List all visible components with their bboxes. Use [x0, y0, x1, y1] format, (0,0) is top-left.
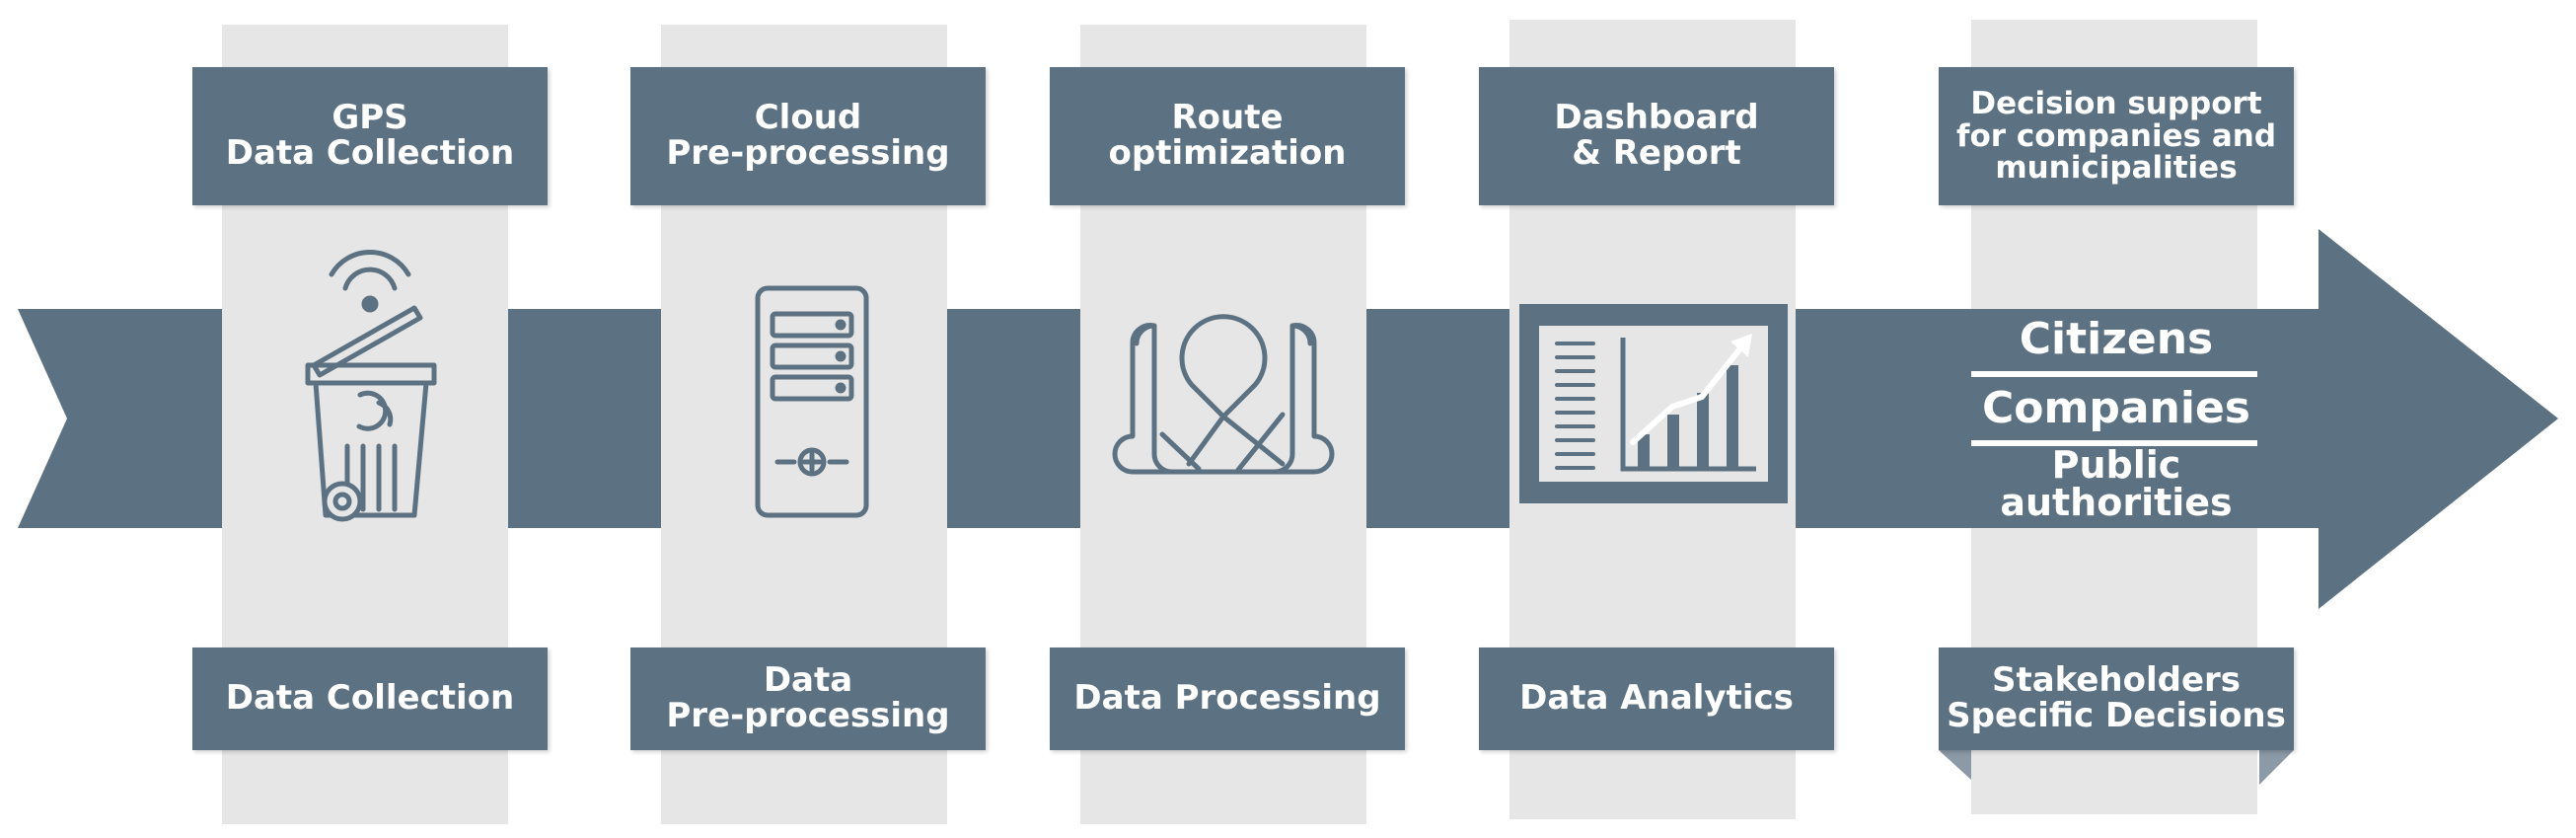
stakeholder-citizens: Citizens	[2019, 314, 2214, 364]
stage-2-top-label: Cloud Pre-processing	[630, 67, 986, 205]
fold-right	[2259, 750, 2294, 785]
stakeholder-divider-1	[1971, 371, 2257, 377]
arrow-tail	[18, 309, 222, 528]
stage-5-top-label: Decision support for companies and munic…	[1939, 67, 2294, 205]
stage-5-bottom-label: Stakeholders Specific Decisions	[1939, 648, 2294, 750]
smart-bin-wifi-icon	[305, 250, 437, 522]
stage-4-bottom-label: Data Analytics	[1479, 648, 1834, 750]
arrow-band-segment-4	[1796, 309, 1971, 528]
arrow-band-segment-3	[1366, 309, 1509, 528]
stage-2-bottom-label: Data Pre-processing	[630, 648, 986, 750]
fold-left	[1939, 750, 1971, 780]
stakeholder-divider-2	[1971, 440, 2257, 446]
stage-1-bottom-label: Data Collection	[192, 648, 548, 750]
stage-3-top-label: Route optimization	[1050, 67, 1405, 205]
stage-4-top-label: Dashboard & Report	[1479, 67, 1834, 205]
stakeholder-companies: Companies	[1982, 383, 2250, 433]
arrow-band-segment-1	[508, 309, 661, 528]
arrow-band-segment-2	[947, 309, 1080, 528]
stage-3-bottom-label: Data Processing	[1050, 648, 1405, 750]
map-pin-icon	[1112, 314, 1335, 475]
dashboard-chart-icon	[1519, 304, 1788, 503]
arrow-head	[1971, 229, 2558, 609]
server-tower-icon	[755, 285, 869, 518]
stage-1-top-label: GPS Data Collection	[192, 67, 548, 205]
stakeholder-public-authorities: Public authorities	[2000, 443, 2233, 524]
